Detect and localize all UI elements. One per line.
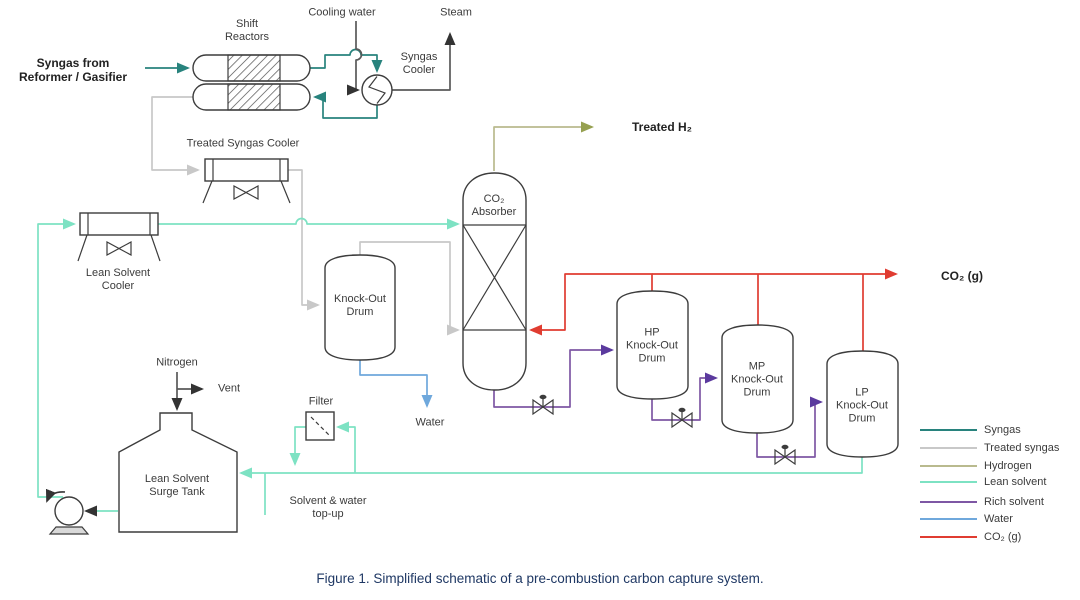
label-cooling-water: Cooling water (308, 6, 376, 19)
treated-syngas-cooler-exchanger (202, 158, 291, 204)
pipe-mp-to-lp (756, 396, 823, 458)
label-surge-tank: Lean Solvent Surge Tank (144, 473, 210, 498)
label-topup: Solvent & water top-up (289, 495, 367, 520)
pipe-cooler-to-absorber (158, 217, 460, 230)
label-treated-syngas-cooler: Treated Syngas Cooler (186, 137, 300, 150)
legend-item-co2: CO₂ (g) (920, 530, 1021, 544)
legend-item-hydrogen: Hydrogen (920, 459, 1032, 473)
lean-solvent-surge-tank-vessel (118, 412, 238, 533)
pipe-filter-return (289, 426, 306, 466)
label-treated-h2: Treated H₂ (631, 119, 693, 134)
pipe-syngas-cooler-to-reactor2 (313, 91, 378, 119)
pipe-reactor1-to-syngas-cooler (310, 48, 383, 73)
label-water: Water (415, 416, 445, 429)
label-shift-reactors: Shift Reactors (224, 18, 270, 43)
lp-knock-out-drum-vessel (826, 350, 899, 458)
mp-knock-out-drum-vessel (721, 324, 794, 434)
filter-unit (305, 411, 335, 441)
co2-absorber-column (462, 172, 527, 391)
fan-icon (117, 240, 132, 257)
shift-reactor-2 (192, 83, 311, 111)
pipe-hp-recycle-to-absorber (529, 273, 653, 336)
label-nitrogen: Nitrogen (156, 356, 198, 369)
legend-swatch (920, 518, 977, 520)
label-knock-out-drum: Knock-Out Drum (334, 293, 386, 318)
label-syngas-source: Syngas from Reformer / Gasifier (18, 55, 128, 84)
hp-knock-out-drum-vessel (616, 290, 689, 400)
label-co2-out: CO₂ (g) (941, 268, 983, 283)
pipe-cooling-water (347, 21, 363, 96)
legend-swatch (920, 481, 977, 483)
label-hp-drum: HP Knock-Out Drum (626, 326, 678, 365)
label-mp-drum: MP Knock-Out Drum (731, 360, 783, 399)
pump-rotation-arrow-icon (45, 488, 66, 503)
legend-item-water: Water (920, 512, 1013, 526)
pipe-treated-cooler-to-knockout (288, 169, 320, 311)
label-steam: Steam (440, 6, 472, 19)
legend-swatch (920, 429, 977, 431)
knock-out-drum-vessel (324, 254, 396, 361)
pipe-knockout-to-absorber (359, 241, 460, 336)
fan-icon (244, 184, 259, 201)
pipe-filter-feed (336, 421, 356, 473)
pipe-absorber-to-hp (493, 344, 614, 408)
label-co2-absorber: CO₂ Absorber (471, 193, 517, 218)
legend-swatch (920, 465, 977, 467)
letdown-valve-1 (532, 394, 554, 416)
pipe-hp-to-mp (651, 372, 718, 421)
label-vent: Vent (217, 382, 241, 395)
legend-swatch (920, 447, 977, 449)
legend-item-lean-solvent: Lean solvent (920, 475, 1046, 489)
legend-item-treated-syngas: Treated syngas (920, 441, 1059, 455)
label-lean-solvent-cooler: Lean Solvent Cooler (85, 267, 151, 292)
pipe-pump-to-cooler (37, 218, 76, 498)
figure-caption: Figure 1. Simplified schematic of a pre-… (316, 571, 764, 586)
fan-icon (233, 184, 248, 201)
legend-swatch (920, 501, 977, 503)
legend-swatch (920, 536, 977, 538)
lean-solvent-cooler-exchanger (77, 212, 161, 262)
letdown-valve-3 (774, 444, 796, 466)
lean-solvent-pump (45, 488, 90, 535)
fan-icon (106, 240, 121, 257)
syngas-cooler-exchanger (361, 74, 393, 106)
legend-item-syngas: Syngas (920, 423, 1021, 437)
letdown-valve-2 (671, 407, 693, 429)
label-syngas-cooler: Syngas Cooler (400, 51, 438, 76)
shift-reactor-1 (192, 54, 311, 82)
label-lp-drum: LP Knock-Out Drum (836, 386, 888, 425)
pipe-reactor2-to-treated-cooler (151, 96, 200, 176)
legend-item-rich-solvent: Rich solvent (920, 495, 1044, 509)
pipe-treated-h2 (493, 121, 594, 171)
label-filter: Filter (308, 395, 334, 408)
pipe-steam (392, 32, 456, 91)
pipe-lp-to-surge-tank (239, 457, 863, 479)
pipe-water-out (359, 359, 433, 408)
